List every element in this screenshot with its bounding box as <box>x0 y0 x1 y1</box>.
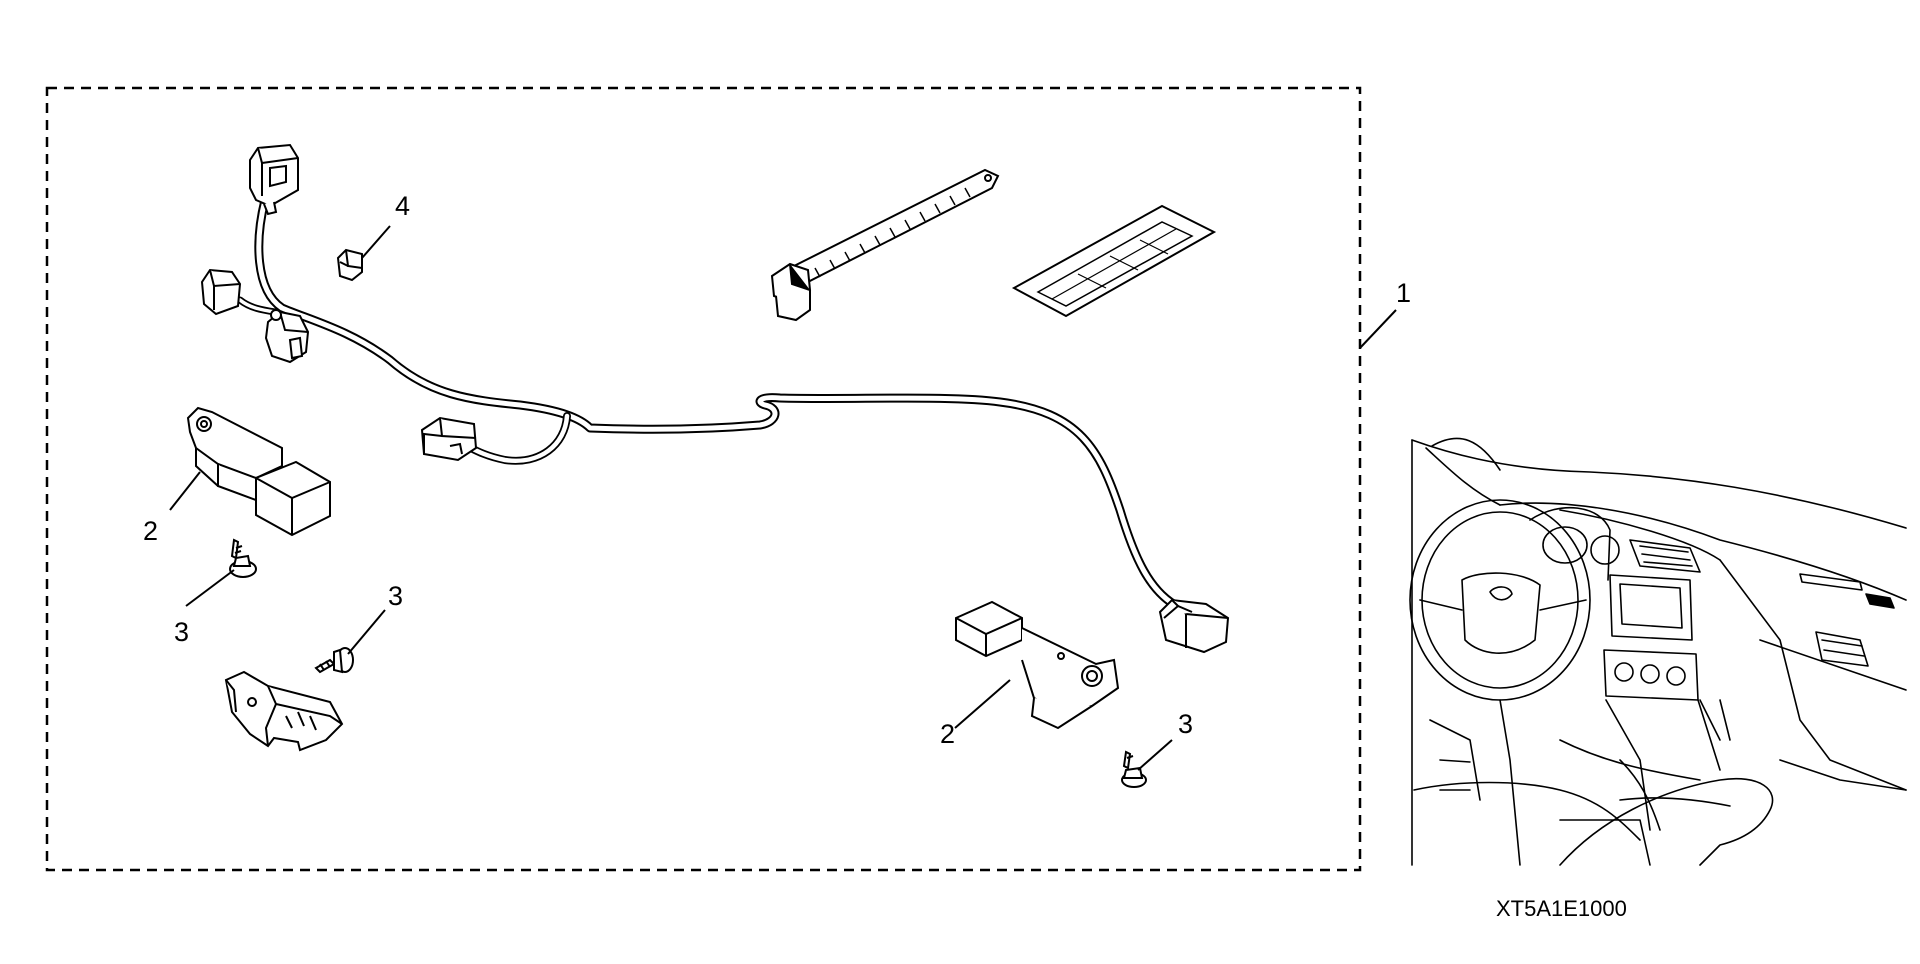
harness-connector-left <box>200 268 242 316</box>
screw-right <box>1121 750 1147 788</box>
harness-connector-middle <box>264 309 310 364</box>
sensor-left <box>186 406 331 537</box>
drawing-code: XT5A1E1000 <box>1496 896 1627 921</box>
kit-boundary <box>45 86 1362 872</box>
sensor-right <box>955 600 1120 730</box>
leader-lines <box>169 225 1397 771</box>
harness-connector-right <box>1158 598 1230 654</box>
harness-connector-small <box>420 416 478 462</box>
clip-part <box>336 248 363 282</box>
wire-harness <box>236 195 1180 610</box>
callout-kit: 1 <box>1396 278 1411 308</box>
callout-screw-middle: 3 <box>388 581 403 611</box>
callout-screw-left: 3 <box>174 617 189 647</box>
callout-sensor-left: 2 <box>143 516 158 546</box>
callout-clip: 4 <box>395 191 410 221</box>
harness-connector-top <box>249 143 299 216</box>
screw-left <box>229 538 257 578</box>
bracket <box>224 670 344 752</box>
adhesive-pad <box>1011 204 1217 318</box>
vehicle-interior-inset <box>1409 437 1907 866</box>
screw-middle <box>314 647 354 674</box>
callout-screw-right: 3 <box>1178 709 1193 739</box>
cable-tie <box>770 168 1000 322</box>
callout-sensor-right: 2 <box>940 719 955 749</box>
